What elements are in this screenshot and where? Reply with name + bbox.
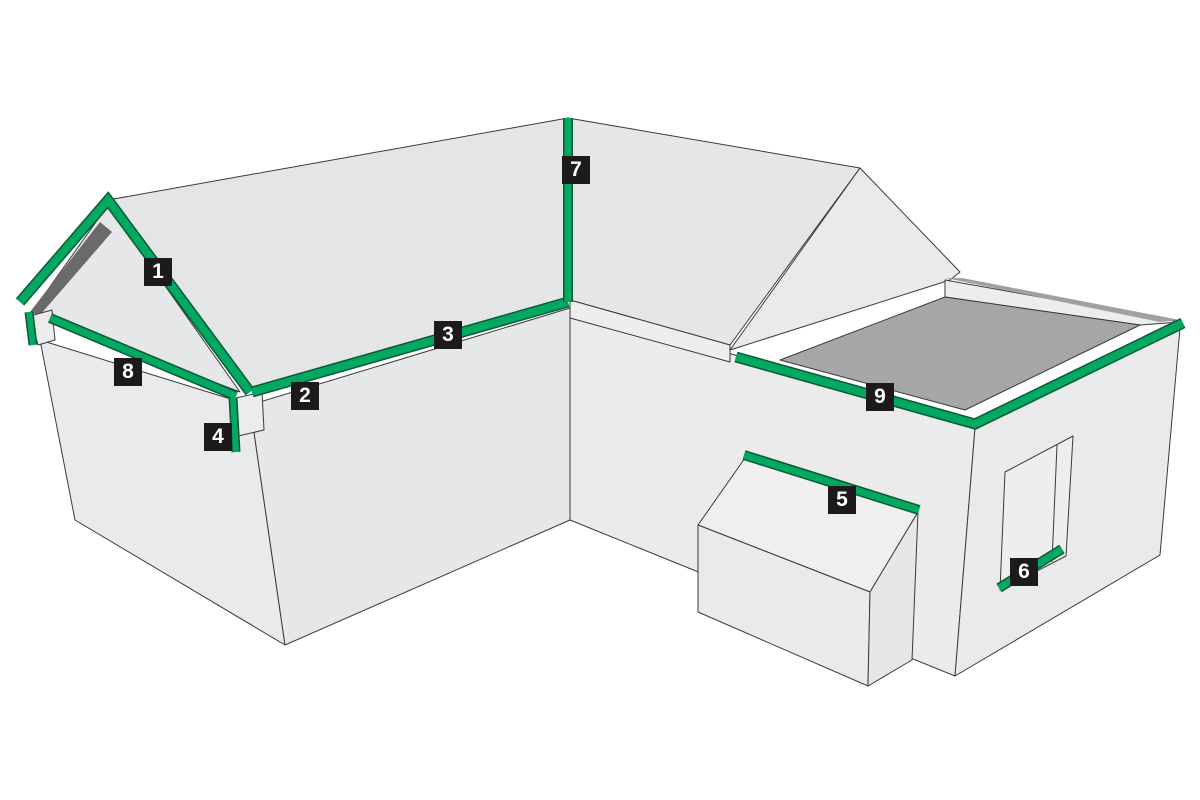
right-roof-hip [729, 167, 961, 351]
trim-8-fascia [48, 313, 238, 401]
label-6: 6 [1010, 558, 1038, 586]
trim-9-flat-roof-edge [734, 318, 1186, 430]
bin-store-side [867, 511, 919, 687]
label-3: 3 [434, 321, 462, 349]
label-1: 1 [144, 258, 172, 286]
parapet-top [945, 278, 1180, 322]
label-9: 9 [866, 383, 894, 411]
trim-1-verge [15, 191, 255, 396]
label-5: 5 [828, 486, 856, 514]
label-2: 2 [291, 382, 319, 410]
flat-roof [779, 296, 1141, 411]
trim-4-downpipe [24, 311, 241, 453]
label-4: 4 [204, 423, 232, 451]
eave-box-right [235, 391, 265, 437]
roof-fascia [569, 299, 731, 363]
trim-5-bin-store [742, 450, 921, 515]
label-7: 7 [562, 156, 590, 184]
gable-soffit [30, 222, 112, 315]
label-8: 8 [114, 358, 142, 386]
trim-2-3-gutter [250, 296, 570, 398]
